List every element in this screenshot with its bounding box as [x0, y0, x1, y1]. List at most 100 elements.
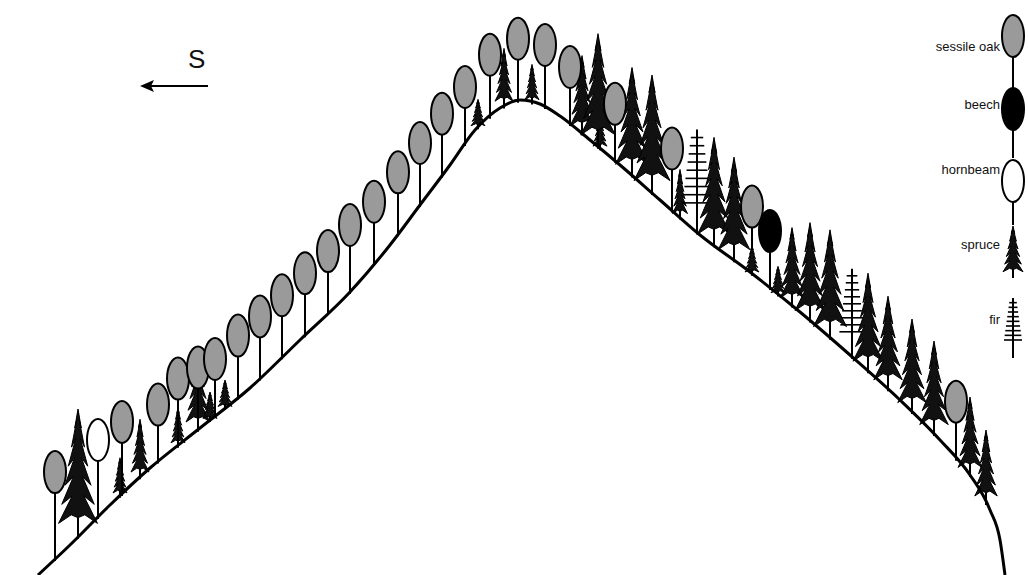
tree	[479, 34, 501, 119]
crown	[363, 181, 385, 223]
tree	[495, 48, 513, 108]
spruce-crown	[113, 458, 127, 493]
mountain-profile	[38, 100, 1005, 575]
tree	[525, 64, 539, 104]
spruce-crown	[131, 419, 149, 472]
spruce-crown	[495, 48, 513, 101]
crown	[317, 230, 339, 272]
crown	[559, 46, 581, 88]
tree	[975, 430, 998, 505]
crown	[1002, 88, 1024, 130]
crown	[227, 315, 249, 357]
tree	[339, 204, 361, 294]
tree	[111, 401, 133, 496]
legend-icon	[1004, 298, 1022, 358]
spruce-crown	[780, 228, 804, 298]
legend-icon	[1002, 160, 1024, 225]
fir-branch	[841, 317, 863, 319]
spruce-crown	[525, 64, 539, 99]
spruce-crown	[698, 137, 731, 234]
fir-branch	[842, 310, 862, 312]
spruce-crown	[920, 341, 949, 425]
fir-branch	[844, 296, 860, 298]
crown	[271, 274, 293, 316]
legend-label: spruce	[961, 237, 1000, 252]
spruce-crown	[795, 223, 825, 311]
tree	[874, 296, 903, 391]
fir-branch	[846, 282, 858, 284]
crown	[249, 295, 271, 337]
crown	[479, 34, 501, 76]
crown	[167, 358, 189, 400]
fir-branch	[1005, 330, 1020, 332]
tree	[271, 274, 293, 359]
crown	[604, 83, 626, 125]
spruce-crown	[814, 230, 847, 327]
legend-icon	[1003, 226, 1023, 278]
fir-branch	[689, 153, 706, 155]
fir-branch	[847, 275, 858, 277]
legend-label: beech	[965, 97, 1000, 112]
crown	[339, 204, 361, 246]
spruce-crown	[874, 296, 903, 380]
tree	[294, 252, 316, 337]
fir-branch	[839, 331, 864, 333]
legend-icon	[1002, 15, 1024, 90]
fir-branch	[1009, 307, 1018, 309]
spruce-crown	[218, 380, 232, 406]
crown	[204, 338, 226, 380]
spruce-crown	[958, 397, 982, 467]
crown	[1002, 160, 1024, 202]
crown	[1002, 15, 1024, 57]
tree	[780, 228, 804, 308]
fir-branch	[1008, 311, 1018, 313]
legend-label: hornbeam	[941, 162, 1000, 177]
legend-icon	[1002, 88, 1024, 158]
fir-branch	[684, 186, 709, 188]
crown	[507, 18, 529, 60]
crown	[87, 419, 109, 461]
crown	[661, 128, 683, 170]
fir-branch	[1006, 325, 1020, 327]
crown	[454, 66, 476, 108]
crown	[111, 401, 133, 443]
crown	[294, 252, 316, 294]
tree	[167, 358, 189, 448]
fir-branch	[1009, 302, 1017, 304]
fir-branch	[1007, 321, 1020, 323]
fir-branch	[1004, 339, 1022, 341]
fir-branch	[690, 145, 705, 147]
crown	[44, 451, 66, 493]
fir-branch	[843, 303, 861, 305]
legend-icons	[1002, 15, 1024, 358]
spruce-crown	[853, 273, 883, 361]
legend-label: sessile oak	[936, 39, 1000, 54]
tree	[227, 315, 249, 400]
fir-branch	[685, 178, 708, 180]
crown	[409, 122, 431, 164]
tree	[317, 230, 339, 315]
direction-label: S	[188, 44, 205, 75]
tree	[559, 46, 581, 126]
crown	[387, 151, 409, 193]
arrow-head	[140, 80, 154, 92]
crown	[759, 210, 781, 252]
spruce-crown	[1003, 226, 1023, 272]
tree	[853, 273, 883, 373]
crown	[431, 93, 453, 135]
tree	[44, 451, 66, 561]
crown	[534, 24, 556, 66]
tree	[87, 419, 109, 519]
fir-branch	[845, 289, 859, 291]
tree	[249, 295, 271, 380]
fir-branch	[688, 161, 707, 163]
fir-branch	[1007, 316, 1019, 318]
spruce-crown	[898, 319, 927, 403]
crown	[945, 381, 967, 423]
tree	[814, 230, 847, 340]
direction-arrow	[150, 85, 208, 87]
spruce-crown	[673, 170, 688, 214]
tree	[204, 338, 226, 418]
fir-branch	[1005, 335, 1022, 337]
